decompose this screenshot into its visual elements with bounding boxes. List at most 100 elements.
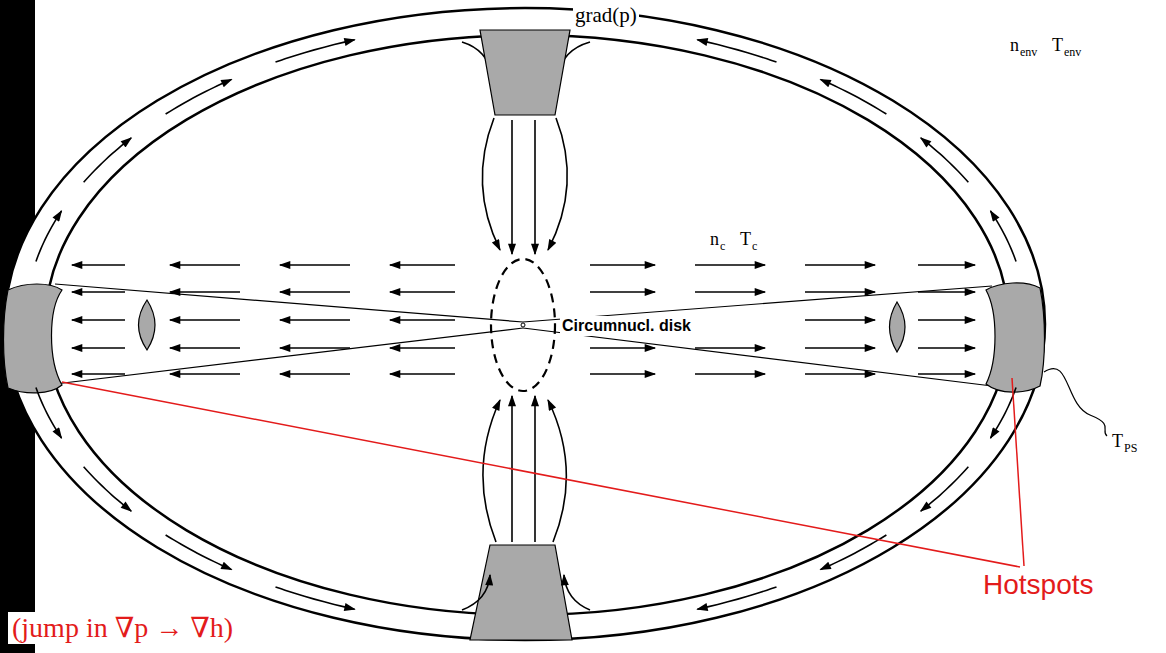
flow-arrow xyxy=(166,79,232,114)
note: (jump in ∇p → ∇h) xyxy=(8,612,237,644)
flow-arrow xyxy=(695,264,765,265)
jet-cone xyxy=(55,284,992,386)
flow-arrow xyxy=(805,373,875,374)
flow-arrow xyxy=(390,291,455,292)
flow-arrow xyxy=(697,40,776,62)
flow-arrow xyxy=(280,319,350,320)
flow-arrow xyxy=(280,264,350,265)
flow-arrow xyxy=(276,40,355,62)
flow-arrow xyxy=(390,373,455,374)
flow-arrow xyxy=(462,575,490,610)
node-outline xyxy=(490,258,556,392)
flow-arrow xyxy=(820,79,886,114)
flow-arrow xyxy=(805,291,875,292)
subscript: c xyxy=(752,240,757,252)
leader-line xyxy=(62,382,1020,567)
flow-arrow xyxy=(36,211,62,262)
subscript: PS xyxy=(1124,442,1137,454)
temperature-symbol: T xyxy=(1052,36,1063,54)
flow-arrow xyxy=(72,291,125,292)
flow-arrow xyxy=(820,535,886,570)
internal-shock xyxy=(890,302,906,352)
flow-arrow xyxy=(72,347,125,348)
flow-arrow xyxy=(390,347,455,348)
callout-label: Hotspots xyxy=(983,571,1094,599)
flow-arrow xyxy=(72,373,125,374)
flow-arrow xyxy=(166,535,232,570)
flow-arrow xyxy=(390,264,455,265)
flow-arrow xyxy=(918,373,975,374)
flow-arrow xyxy=(805,347,875,348)
leader-line xyxy=(1044,369,1107,436)
node-label: grad(p) xyxy=(573,2,639,29)
flow-arrow xyxy=(590,264,655,265)
jet-edge xyxy=(55,284,523,322)
backflow-arrows xyxy=(36,40,1016,609)
flow-arrow xyxy=(170,347,240,348)
flow-arrow xyxy=(170,319,240,320)
density-symbol: n xyxy=(710,230,719,248)
flow-arrow xyxy=(84,138,132,182)
jet-edge xyxy=(523,328,992,386)
flow-arrow xyxy=(697,587,776,609)
temperature-symbol: T xyxy=(740,230,751,248)
flow-arrow xyxy=(511,120,513,254)
flow-arrow xyxy=(170,291,240,292)
flow-arrow xyxy=(534,120,536,254)
hotspot xyxy=(986,283,1045,392)
flow-arrow xyxy=(590,347,655,348)
nucleus xyxy=(521,323,525,327)
internal-shock xyxy=(139,300,156,350)
flow-arrow xyxy=(548,400,566,542)
pressure-gradient-block: grad(p) xyxy=(480,30,570,115)
jet-edge xyxy=(55,328,523,384)
flow-arrow xyxy=(695,291,765,292)
flow-arrow xyxy=(482,118,500,250)
flow-arrow xyxy=(72,319,125,320)
flow-arrow xyxy=(805,319,875,320)
flow-arrow xyxy=(921,138,969,182)
inner-cocoon xyxy=(45,35,1009,615)
node-label: Circumnucl. disk xyxy=(560,316,693,336)
temperature-symbol: T xyxy=(1112,432,1123,450)
flow-arrow xyxy=(918,291,975,292)
leader-line xyxy=(1012,378,1024,566)
dashed-ellipse xyxy=(491,259,555,391)
flow-arrow xyxy=(170,264,240,265)
flow-arrow xyxy=(918,264,975,265)
outer-shell xyxy=(5,8,1045,640)
flow-arrow xyxy=(483,400,500,542)
flow-arrow xyxy=(590,373,655,374)
flow-arrow xyxy=(390,319,455,320)
density-symbol: n xyxy=(1010,36,1019,54)
flow-arrow xyxy=(280,347,350,348)
hotspot xyxy=(4,284,63,393)
flow-arrow xyxy=(170,373,240,374)
flow-arrow xyxy=(921,467,969,511)
trapezoid-shape xyxy=(480,30,570,115)
subscript: env xyxy=(1020,46,1037,58)
flow-arrow xyxy=(534,396,536,542)
flow-arrow xyxy=(280,373,350,374)
flow-arrow xyxy=(805,264,875,265)
flow-arrow xyxy=(280,291,350,292)
subscript: env xyxy=(1064,46,1081,58)
flow-arrow xyxy=(991,387,1017,438)
flow-arrow xyxy=(918,319,975,320)
circumnuclear-disk: Circumnucl. disk xyxy=(490,258,556,392)
flow-arrow xyxy=(276,587,355,609)
flow-arrow xyxy=(72,264,125,265)
node-outline xyxy=(480,30,570,115)
flow-arrow xyxy=(695,347,765,348)
flow-arrow xyxy=(548,118,567,250)
flow-arrow xyxy=(84,467,132,511)
flow-arrow xyxy=(36,387,62,438)
flow-arrow xyxy=(991,211,1017,262)
flow-arrow xyxy=(590,291,655,292)
flow-arrow xyxy=(564,575,590,610)
flow-arrow xyxy=(918,347,975,348)
jet-flow-arrows xyxy=(72,265,975,374)
flow-arrow xyxy=(695,373,765,374)
subscript: c xyxy=(720,240,725,252)
